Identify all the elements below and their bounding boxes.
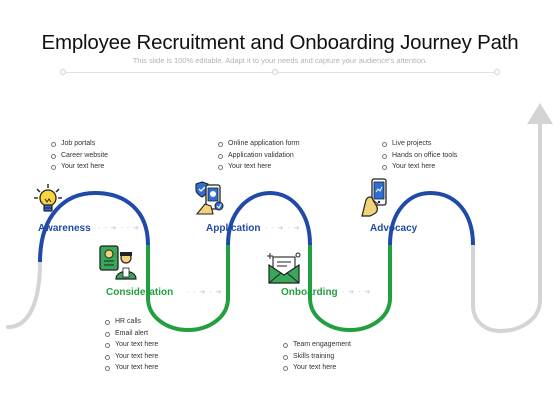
path-arrowhead: [527, 103, 553, 124]
stage-label-awareness: Awareness: [38, 223, 91, 234]
path-consideration-valley: [146, 245, 230, 333]
mobile-application-icon: [195, 181, 224, 215]
slide-title: Employee Recruitment and Onboarding Jour…: [41, 31, 519, 54]
divider-dot: [494, 69, 500, 75]
stage-label-onboarding: Onboarding: [281, 287, 338, 298]
list-item: Live projects: [381, 138, 457, 150]
resume-candidate-icon: [99, 245, 137, 280]
list-item: Your text here: [104, 362, 158, 374]
list-item: Team engagement: [282, 339, 351, 351]
connector-dashes: - ➔ - ➔: [342, 289, 372, 296]
divider-dot: [60, 69, 66, 75]
list-item: Career website: [50, 150, 108, 162]
path-awareness-arch: [38, 190, 150, 263]
connector-dashes: - - ➔ - - ➔: [98, 225, 140, 232]
path-application-arch: [226, 190, 312, 246]
list-item: HR calls: [104, 316, 158, 328]
list-item: Your text here: [50, 161, 108, 173]
awareness-points: Job portals Career website Your text her…: [50, 138, 108, 173]
list-item: Email alert: [104, 328, 158, 340]
connector-dashes: - - ➔ - ➔: [265, 225, 301, 232]
welcome-envelope-icon: [267, 252, 301, 284]
stage-label-consideration: Consideration: [106, 287, 174, 298]
divider-dot: [272, 69, 278, 75]
list-item: Online application form: [217, 138, 300, 150]
path-advocacy-arch: [388, 190, 475, 246]
stage-label-advocacy: Advocacy: [370, 223, 418, 234]
hand-phone-icon: [361, 178, 387, 217]
list-item: Your text here: [217, 161, 300, 173]
list-item: Your text here: [104, 339, 158, 351]
divider-line: [62, 72, 498, 73]
list-item: Your text here: [104, 351, 158, 363]
list-item: Hands on office tools: [381, 150, 457, 162]
list-item: Application validation: [217, 150, 300, 162]
slide-subtitle: This slide is 100% editable. Adapt it to…: [132, 56, 428, 65]
onboarding-points: Team engagement Skills training Your tex…: [282, 339, 351, 374]
path-start-segment: [6, 260, 42, 329]
list-item: Skills training: [282, 351, 351, 363]
path-onboarding-valley: [308, 245, 392, 333]
list-item: Your text here: [381, 161, 457, 173]
application-points: Online application form Application vali…: [217, 138, 300, 173]
path-end-segment: [471, 120, 542, 334]
list-item: Job portals: [50, 138, 108, 150]
lightbulb-icon: [34, 184, 62, 212]
stage-label-application: Application: [206, 223, 261, 234]
consideration-points: HR calls Email alert Your text here Your…: [104, 316, 158, 374]
list-item: Your text here: [282, 362, 351, 374]
advocacy-points: Live projects Hands on office tools Your…: [381, 138, 457, 173]
connector-dashes: - - ➔ - ➔: [187, 289, 223, 296]
